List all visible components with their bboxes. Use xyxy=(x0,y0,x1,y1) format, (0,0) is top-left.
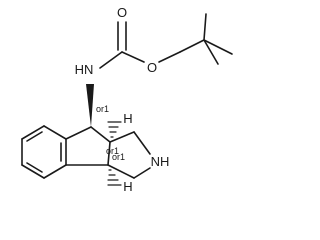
stereo-label-c1: or1 xyxy=(96,104,109,114)
stereo-label-c3a: or1 xyxy=(106,146,119,156)
indane-ring xyxy=(65,126,111,166)
hash-bond-top xyxy=(107,121,122,138)
amine-nh-label: HN xyxy=(75,62,94,77)
hydrogen-top-label: H xyxy=(123,111,132,126)
benzene-ring xyxy=(21,125,67,179)
stereo-label-c8b: or1 xyxy=(112,152,125,162)
hash-bond-bottom xyxy=(107,169,122,186)
carbonyl-oxygen-label: O xyxy=(117,5,127,20)
ester-oxygen-label: O xyxy=(147,60,157,75)
pyrrolidine-ring xyxy=(107,131,151,179)
wedge-bond xyxy=(86,84,94,127)
boc-group xyxy=(99,13,233,69)
ring-nh-label: NH xyxy=(151,154,170,169)
hydrogen-bottom-label: H xyxy=(123,179,132,194)
molecule-structure: HN O O NH H H or1 or1 or1 xyxy=(21,5,233,194)
